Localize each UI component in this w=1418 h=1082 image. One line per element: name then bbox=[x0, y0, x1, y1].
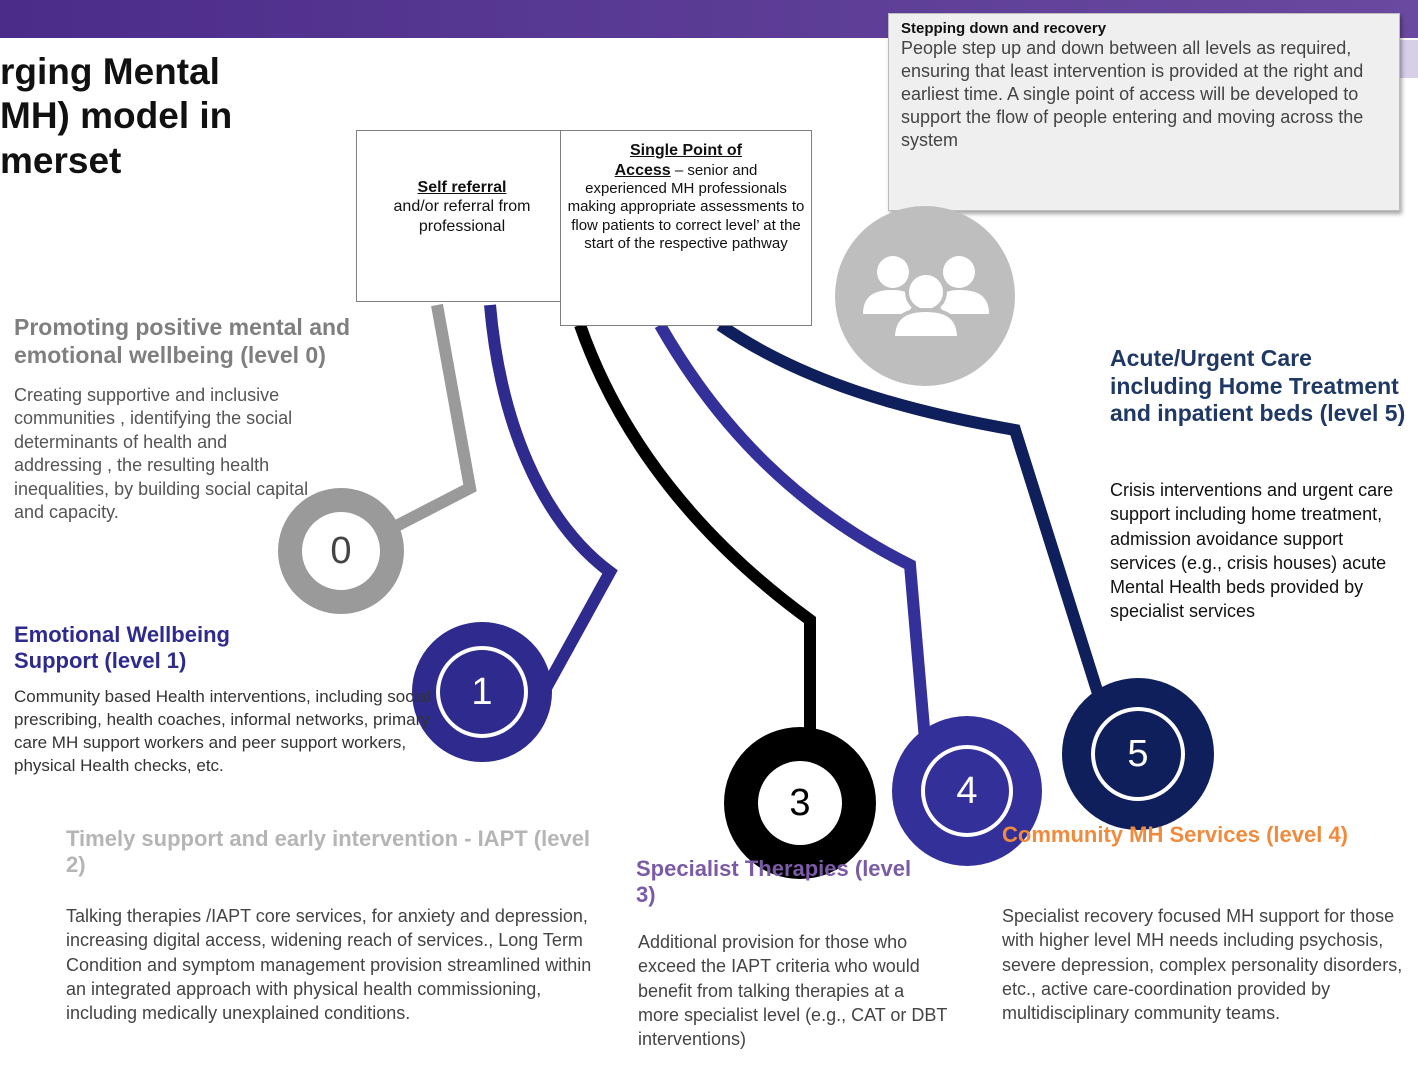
self-referral-text: and/or referral from professional bbox=[393, 198, 531, 235]
level-2-body: Talking therapies /IAPT core services, f… bbox=[66, 906, 592, 1024]
level-0-title: Promoting positive mental and emotional … bbox=[14, 314, 351, 368]
page-title: rging Mental MH) model in merset bbox=[0, 51, 233, 181]
level-2-title: Timely support and early intervention - … bbox=[66, 826, 591, 878]
stepping-title: Stepping down and recovery bbox=[901, 20, 1107, 37]
level-4-badge: 4 bbox=[892, 716, 1042, 866]
self-referral-box: Self referral and/or referral from profe… bbox=[356, 130, 568, 302]
spa-text1: – senior and bbox=[670, 161, 758, 179]
level-5-title: Acute/Urgent Care including Home Treatme… bbox=[1110, 345, 1406, 427]
level-5-connector bbox=[716, 320, 1106, 702]
level-3-connector bbox=[574, 323, 816, 760]
level-1-connector bbox=[484, 304, 618, 693]
level-1-number: 1 bbox=[471, 670, 493, 713]
spa-line2: Access – senior and bbox=[567, 161, 805, 181]
level-5-number: 5 bbox=[1127, 732, 1149, 775]
level-3-body: Additional provision for those who excee… bbox=[638, 932, 948, 1050]
level-3-title: Specialist Therapies (level 3) bbox=[636, 856, 912, 908]
level-5-badge: 5 bbox=[1062, 678, 1214, 830]
level-0-number: 0 bbox=[330, 529, 352, 572]
level-1-title: Emotional Wellbeing Support (level 1) bbox=[14, 622, 230, 674]
spa-heading2: Access bbox=[614, 161, 671, 179]
spa-text: experienced MH professionals making appr… bbox=[567, 180, 805, 252]
level-4-number: 4 bbox=[956, 769, 978, 812]
spa-heading: Single Point of bbox=[630, 142, 742, 159]
stepping-down-callout: Stepping down and recovery People step u… bbox=[888, 13, 1400, 211]
level-4-title: Community MH Services (level 4) bbox=[1002, 822, 1349, 847]
level-4-connector bbox=[654, 322, 931, 741]
stepping-body: People step up and down between all leve… bbox=[901, 38, 1364, 151]
level-4-body: Specialist recovery focused MH support f… bbox=[1002, 906, 1403, 1024]
self-referral-heading: Self referral bbox=[417, 179, 507, 196]
level-5-body: Crisis interventions and urgent care sup… bbox=[1110, 480, 1394, 622]
level-0-body: Creating supportive and inclusive commun… bbox=[14, 385, 309, 522]
level-1-body: Community based Health interventions, in… bbox=[14, 687, 431, 775]
people-group-icon bbox=[835, 206, 1015, 386]
level-3-number: 3 bbox=[789, 781, 811, 824]
level-3-badge: 3 bbox=[724, 727, 876, 879]
single-point-access-box: Single Point of Access – senior and expe… bbox=[560, 130, 812, 326]
